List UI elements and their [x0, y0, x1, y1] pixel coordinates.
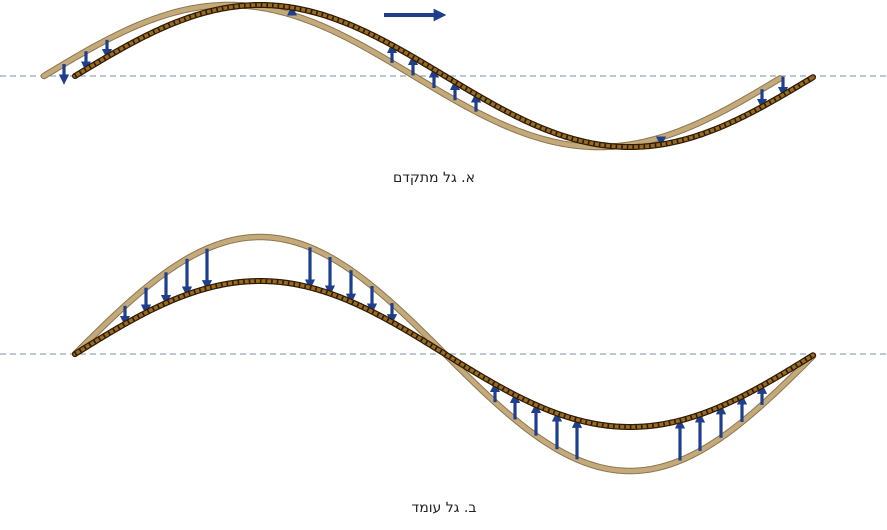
standing-wave-panel	[0, 233, 887, 475]
caption-standing-wave: ב. גל עומד	[411, 500, 477, 516]
caption-traveling-wave: א. גל מתקדם	[392, 170, 475, 186]
displacement-arrows-standing	[119, 247, 768, 461]
rope-fill	[73, 279, 815, 429]
rope-current-shape	[72, 278, 816, 430]
traveling-wave-panel	[0, 1, 887, 151]
rope-fill	[73, 3, 815, 149]
displacement-arrows-traveling	[58, 5, 789, 147]
rope-current-position	[72, 2, 816, 150]
